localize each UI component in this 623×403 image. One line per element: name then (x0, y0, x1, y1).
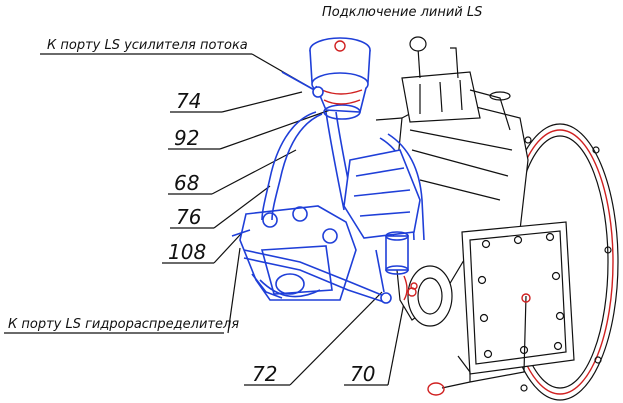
ls-line-assembly (231, 37, 425, 304)
callout-92: 92 (168, 109, 331, 150)
gear-pump (231, 205, 357, 301)
label-flow-amplifier-port: К порту LS усилителя потока (47, 38, 248, 53)
connector-line (375, 117, 403, 121)
callout-68-text: 68 (174, 171, 199, 195)
callout-92-text: 92 (174, 126, 199, 150)
gearbox-assembly (391, 36, 619, 401)
callout-108-text: 108 (168, 240, 206, 264)
label-hydrodistributor-port: К порту LS гидрораспределителя (8, 317, 239, 332)
cover-bolts (477, 232, 565, 359)
flow-amplifier (309, 37, 371, 120)
callout-72: 72 (244, 291, 383, 386)
callout-76-text: 76 (176, 205, 201, 229)
callout-76: 76 (170, 185, 271, 229)
diagram-title: Подключение линий LS (322, 5, 482, 20)
callout-74: 74 (170, 89, 303, 113)
callout-74-text: 74 (176, 89, 201, 113)
callout-70-text: 70 (350, 362, 375, 386)
callout-68: 68 (168, 149, 297, 195)
leader-hydrodist (227, 247, 241, 334)
callout-72-text: 72 (252, 362, 277, 386)
valve-block (343, 149, 421, 301)
